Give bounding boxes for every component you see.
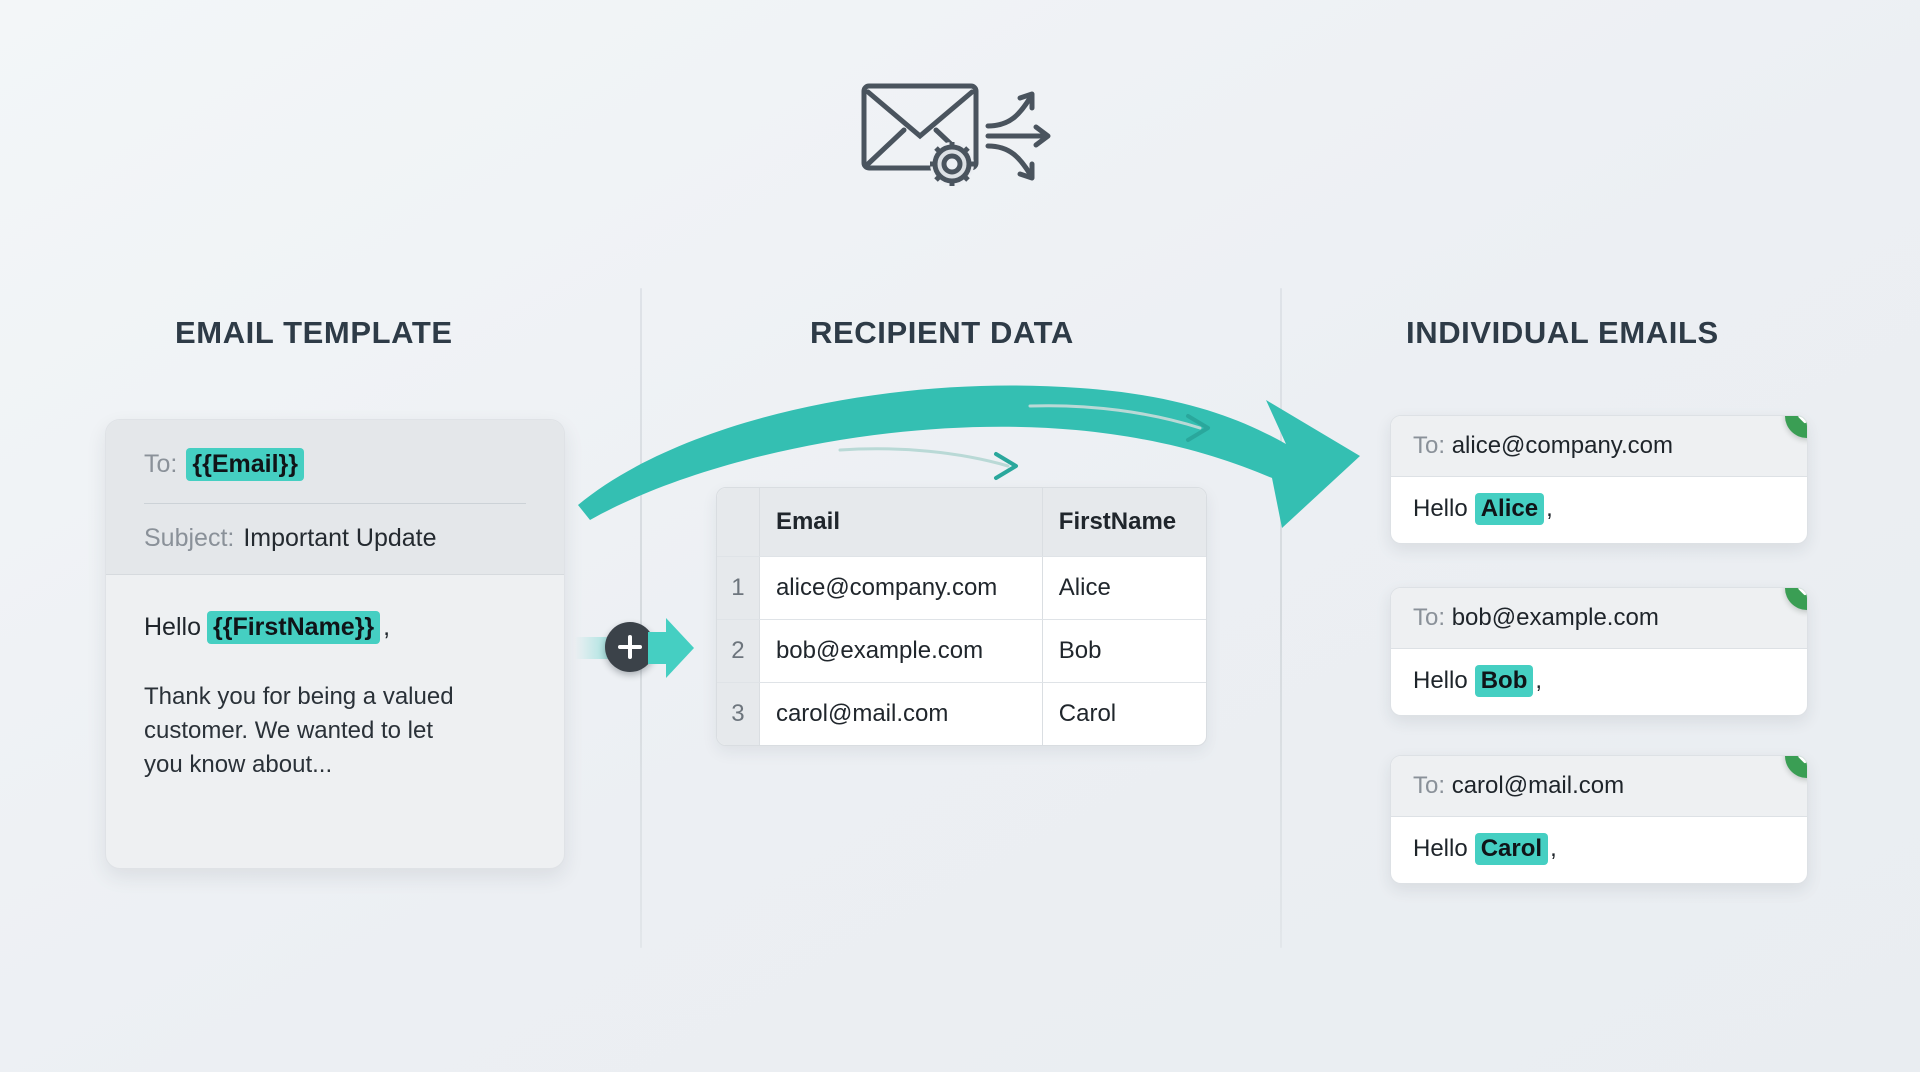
template-subject-label: Subject: [144,524,235,552]
output-greeting-suffix: , [1546,495,1553,522]
output-to-label: To: [1413,604,1446,631]
template-greeting: Hello {{FirstName}} , [144,611,526,644]
recipient-data-table[interactable]: Email FirstName 1 alice@company.com Alic… [716,487,1207,746]
output-greeting-suffix: , [1535,667,1543,694]
table-row[interactable]: 2 bob@example.com Bob [717,619,1206,683]
output-email-body: Hello Bob , [1391,649,1807,715]
column-divider-right [1280,288,1282,948]
email-template-card[interactable]: To: {{Email}} Subject: Important Update … [105,419,565,869]
template-subject-row: Subject: Important Update [144,524,526,553]
output-to-label: To: [1413,772,1446,799]
output-email-card[interactable]: To: carol@mail.com Hello Carol , [1390,755,1808,884]
heading-email-template: EMAIL TEMPLATE [175,315,453,350]
output-email-header: To: carol@mail.com [1391,756,1807,817]
output-email-body: Hello Carol , [1391,817,1807,883]
heading-recipient-data: RECIPIENT DATA [810,315,1074,350]
table-header-email: Email [759,488,1043,557]
row-index: 1 [717,556,760,620]
row-index: 3 [717,682,760,745]
output-to-value: carol@mail.com [1451,772,1625,799]
output-name-token: Bob [1474,665,1534,697]
table-header-firstname: FirstName [1042,488,1206,557]
row-email: carol@mail.com [759,682,1043,745]
output-email-header: To: bob@example.com [1391,588,1807,649]
merge-connector [575,612,695,684]
output-name-token: Alice [1474,493,1545,525]
table-header-row: Email FirstName [717,488,1206,557]
template-subject-value: Important Update [243,524,437,552]
template-body: Hello {{FirstName}} , Thank you for bein… [106,575,564,783]
output-name-token: Carol [1474,833,1549,865]
row-firstname: Alice [1042,556,1206,620]
template-body-text: Thank you for being a valued customer. W… [144,683,454,779]
template-to-token: {{Email}} [186,448,304,481]
plus-icon[interactable] [605,622,655,672]
row-index: 2 [717,619,760,683]
arrow-right-icon [648,618,694,683]
output-to-value: bob@example.com [1451,604,1659,631]
output-email-card[interactable]: To: bob@example.com Hello Bob , [1390,587,1808,716]
heading-individual-emails: INDIVIDUAL EMAILS [1406,315,1719,350]
output-to-value: alice@company.com [1451,432,1674,459]
template-greeting-prefix: Hello [144,613,201,641]
output-email-body: Hello Alice , [1391,477,1807,543]
output-greeting-prefix: Hello [1413,667,1468,694]
output-greeting-prefix: Hello [1413,835,1468,862]
row-email: alice@company.com [759,556,1043,620]
template-firstname-token: {{FirstName}} [206,611,381,644]
output-email-card[interactable]: To: alice@company.com Hello Alice , [1390,415,1808,544]
row-firstname: Bob [1042,619,1206,683]
row-email: bob@example.com [759,619,1043,683]
output-to-label: To: [1413,432,1446,459]
table-header-index [717,488,760,557]
column-divider-left [640,288,642,948]
output-email-header: To: alice@company.com [1391,416,1807,477]
output-greeting-suffix: , [1550,835,1557,862]
row-firstname: Carol [1058,700,1117,727]
table-row[interactable]: 1 alice@company.com Alice [717,556,1206,620]
template-to-row: To: {{Email}} [144,448,526,481]
template-header: To: {{Email}} Subject: Important Update [106,420,564,575]
template-divider [144,503,526,504]
output-greeting-prefix: Hello [1413,495,1468,522]
template-to-label: To: [144,450,178,478]
template-greeting-suffix: , [383,613,391,641]
table-row[interactable]: 3 carol@mail.com Carol [717,682,1206,745]
envelope-gear-arrows-icon [860,72,1060,192]
